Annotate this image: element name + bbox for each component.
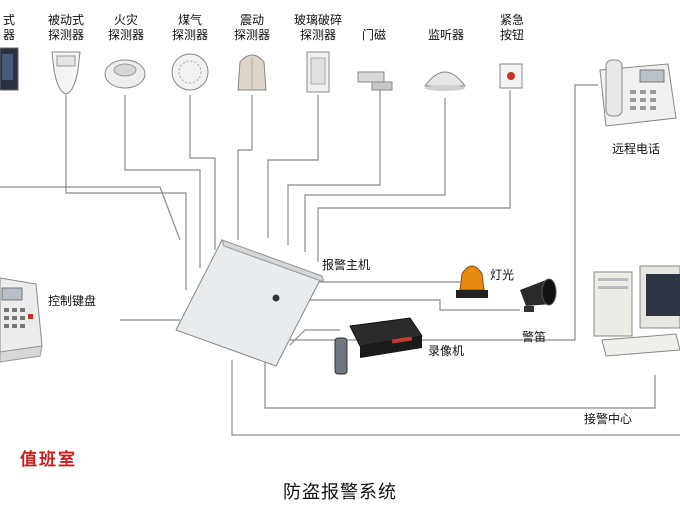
sensor-door-magnet [357,71,393,91]
sensor-label-0: 式 器 [2,13,15,42]
keypad-bracket [0,345,43,363]
sensor-gas [171,53,209,91]
sensor-label-5: 玻璃破碎 探测器 [293,13,342,42]
sensor-pir [51,51,81,95]
siren-label: 警笛 [522,330,547,344]
wiring [0,84,680,436]
sensor-label-3: 煤气 探测器 [171,13,208,42]
sensor-label-4: 震动 探测器 [233,13,270,42]
alarm-center-computer [593,265,680,357]
sensor-glass-break [306,51,330,93]
recorder-label: 录像机 [428,344,465,358]
sensor-label-1: 被动式 探测器 [47,13,84,42]
warning-light [456,265,488,298]
video-recorder [334,317,423,375]
remote-phone [599,59,677,127]
control-keypad-label: 控制键盘 [48,294,97,308]
control-keypad [0,277,43,353]
alarm-center-label: 接警中心 [584,412,633,426]
sensor-vibration [237,54,267,91]
alarm-host-label: 报警主机 [322,258,371,272]
sensor-panic-button [499,63,523,89]
sensor-label-2: 火灾 探测器 [107,13,144,42]
siren [520,278,557,312]
light-label: 灯光 [490,268,515,282]
sensor-keypad [0,47,19,91]
sensor-label-8: 紧急 按钮 [499,13,524,42]
sensor-label-7: 监听器 [427,28,464,42]
sensor-smoke [104,59,146,89]
remote-phone-label: 远程电话 [612,142,661,156]
alarm-host-box [175,239,325,367]
diagram-title: 防盗报警系统 [283,482,397,503]
sensor-label-6: 门磁 [361,28,386,42]
sensor-listener [424,71,466,91]
duty-room-label: 值班室 [20,450,77,470]
